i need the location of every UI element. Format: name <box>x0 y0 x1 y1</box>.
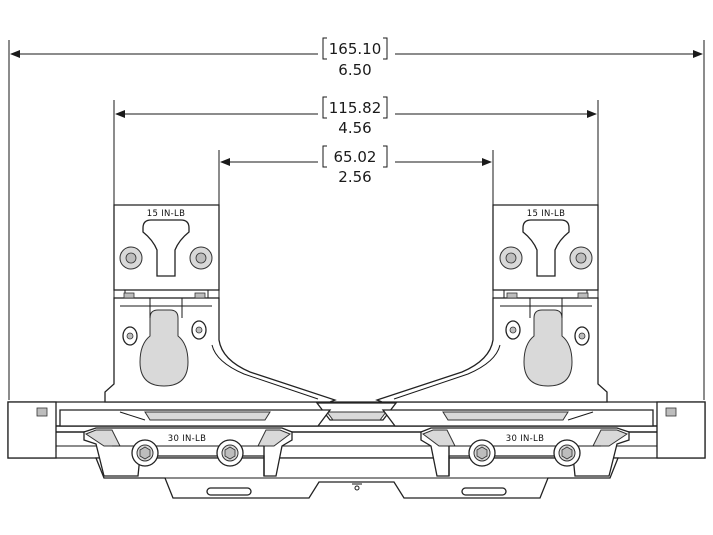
clamp-right-torque-label: 30 IN-LB <box>506 434 544 444</box>
dimension-overall: 165.10 6.50 <box>8 37 705 400</box>
dimension-ring-outer-metric: 115.82 <box>329 99 382 117</box>
clamp-left: 30 IN-LB <box>83 427 293 477</box>
rail-grooves <box>59 409 654 427</box>
dimension-ring-outer-imperial: 4.56 <box>338 119 371 137</box>
ring-left-torque-label: 15 IN-LB <box>147 209 185 219</box>
dimension-overall-imperial: 6.50 <box>338 61 371 79</box>
dimension-ring-inner-imperial: 2.56 <box>338 168 371 186</box>
dimension-ring-inner-metric: 65.02 <box>334 148 377 166</box>
clamp-left-torque-label: 30 IN-LB <box>168 434 206 444</box>
ring-left: 15 IN-LB <box>104 204 337 403</box>
dimension-overall-metric: 165.10 <box>329 40 382 58</box>
dimension-ring-outer: 115.82 4.56 <box>113 96 599 205</box>
dimension-ring-inner: 65.02 2.56 <box>218 145 494 205</box>
ring-right: 15 IN-LB <box>375 204 608 403</box>
ring-right-torque-label: 15 IN-LB <box>527 209 565 219</box>
clamp-right: 30 IN-LB <box>420 427 630 477</box>
